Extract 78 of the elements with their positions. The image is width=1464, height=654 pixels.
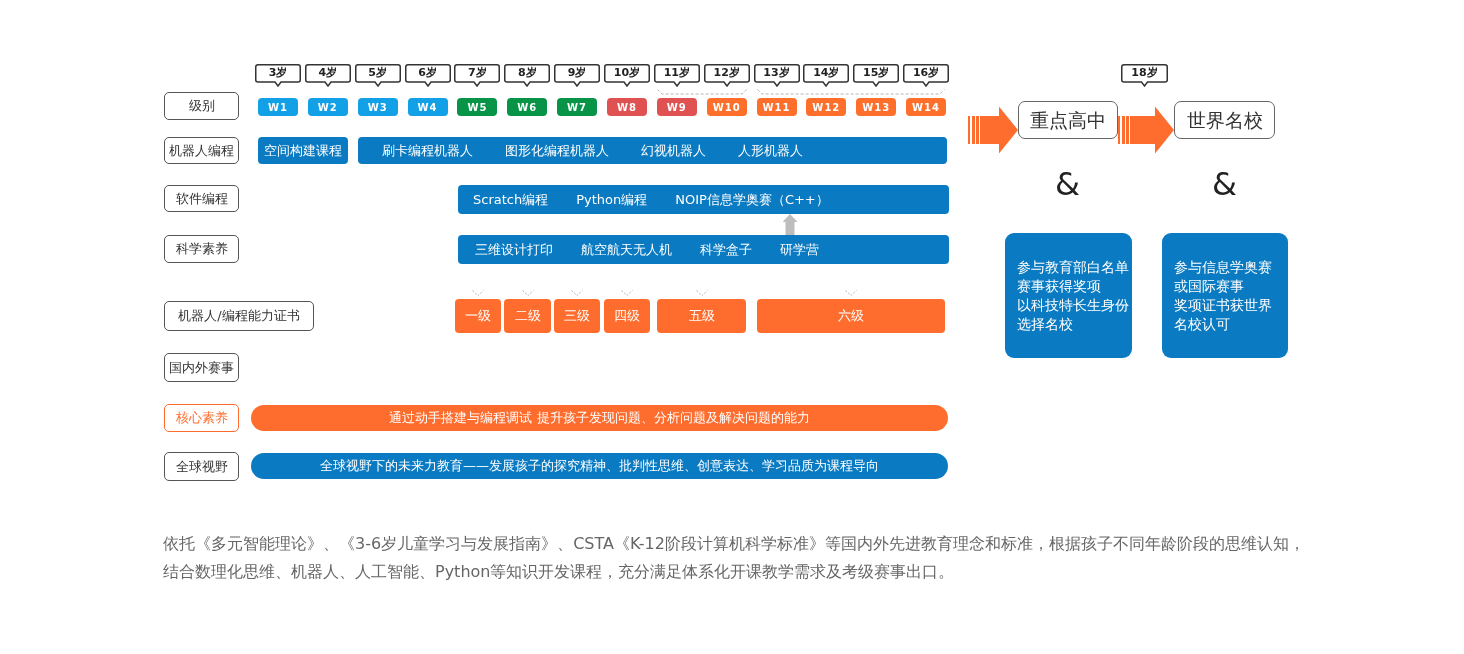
certificate-level-tag: 一级 <box>455 299 501 333</box>
age-callout: 7岁 <box>454 64 501 87</box>
level-pill: W14 <box>906 98 947 116</box>
age-callout: 14岁 <box>803 64 850 87</box>
destination-box: 世界名校 <box>1174 101 1275 139</box>
level-pill: W13 <box>856 98 897 116</box>
course-bar <box>458 185 949 214</box>
destination-box: 重点高中 <box>1018 101 1118 139</box>
level-pill: W3 <box>357 98 398 116</box>
level-pill: W9 <box>656 98 697 116</box>
age-callout: 4岁 <box>304 64 351 87</box>
age-callout: 11岁 <box>653 64 700 87</box>
age-callout: 15岁 <box>853 64 900 87</box>
level-pill: W4 <box>407 98 448 116</box>
core-skill-banner: 通过动手搭建与编程调试 提升孩子发现问题、分析问题及解决问题的能力 <box>251 405 948 431</box>
course-name: 刷卡编程机器人 <box>382 141 473 160</box>
age-callout: 8岁 <box>504 64 551 87</box>
course-name: Python编程 <box>576 190 648 209</box>
course-name: 科学盒子 <box>700 240 752 259</box>
ampersand: & <box>1055 168 1080 200</box>
course-name: 三维设计打印 <box>475 240 553 259</box>
age-callout: 9岁 <box>554 64 601 87</box>
info-line: 奖项证书获世界 <box>1174 296 1272 315</box>
block-arrow <box>968 106 1018 154</box>
age-callout: 3岁 <box>255 64 301 87</box>
row-label: 机器人/编程能力证书 <box>164 301 314 331</box>
row-label: 机器人编程 <box>164 137 239 164</box>
info-line: 以科技特长生身份 <box>1017 296 1129 315</box>
level-pill: W12 <box>806 98 847 116</box>
certificate-level-tag: 六级 <box>757 299 945 333</box>
info-line: 参与教育部白名单 <box>1017 258 1129 277</box>
row-label: 核心素养 <box>164 404 239 432</box>
row-label: 科学素养 <box>164 235 239 263</box>
course-name: 图形化编程机器人 <box>505 141 609 160</box>
age-callout: 18岁 <box>1121 64 1168 87</box>
course-name: 研学营 <box>780 240 819 259</box>
row-label: 全球视野 <box>164 452 239 481</box>
course-bar: 空间构建课程 <box>258 137 348 164</box>
age-callout: 13岁 <box>753 64 800 87</box>
level-pill: W8 <box>606 98 647 116</box>
info-line: 名校认可 <box>1174 315 1230 334</box>
course-bar <box>458 235 949 264</box>
row-label: 软件编程 <box>164 185 239 212</box>
course-bar <box>358 137 947 164</box>
row-label: 级别 <box>164 92 239 120</box>
level-pill: W1 <box>258 98 298 116</box>
row-label: 国内外赛事 <box>164 353 239 382</box>
info-card <box>1162 233 1288 358</box>
info-line: 或国际赛事 <box>1174 277 1244 296</box>
age-callout: 6岁 <box>404 64 451 87</box>
level-pill: W10 <box>706 98 747 116</box>
course-name: 人形机器人 <box>738 141 803 160</box>
vision-banner: 全球视野下的未来力教育——发展孩子的探究精神、批判性思维、创意表达、学习品质为课程导向 <box>251 453 948 479</box>
certificate-level-tag: 二级 <box>504 299 551 333</box>
level-pill: W11 <box>756 98 797 116</box>
ampersand: & <box>1212 168 1237 200</box>
level-pill: W2 <box>307 98 348 116</box>
age-callout: 16岁 <box>903 64 950 87</box>
caption-text: 依托《多元智能理论》、《3-6岁儿童学习与发展指南》、CSTA《K-12阶段计算机科学标准》等国内外先进教育理念和标准，根据孩子不同年龄阶段的思维认知，结合数理化思维、机器人、人工智能、Python等知识开发课程，充分满足体系化开课教学需求及考级赛事出口。 <box>163 533 1306 583</box>
info-line: 参与信息学奥赛 <box>1174 258 1272 277</box>
course-name: Scratch编程 <box>473 190 549 209</box>
level-pill: W5 <box>457 98 498 116</box>
age-callout: 12岁 <box>703 64 750 87</box>
info-line: 选择名校 <box>1017 315 1073 334</box>
info-card <box>1005 233 1132 358</box>
course-name: 幻视机器人 <box>641 141 706 160</box>
level-pill: W6 <box>507 98 548 116</box>
course-name: NOIP信息学奥赛（C++） <box>675 190 829 209</box>
age-callout: 10岁 <box>603 64 650 87</box>
level-pill: W7 <box>557 98 598 116</box>
block-arrow <box>1118 106 1174 154</box>
info-line: 赛事获得奖项 <box>1017 277 1101 296</box>
certificate-level-tag: 三级 <box>554 299 600 333</box>
course-name: 航空航天无人机 <box>581 240 672 259</box>
arrow <box>782 214 798 235</box>
certificate-level-tag: 五级 <box>657 299 746 333</box>
certificate-level-tag: 四级 <box>604 299 650 333</box>
age-callout: 5岁 <box>354 64 401 87</box>
